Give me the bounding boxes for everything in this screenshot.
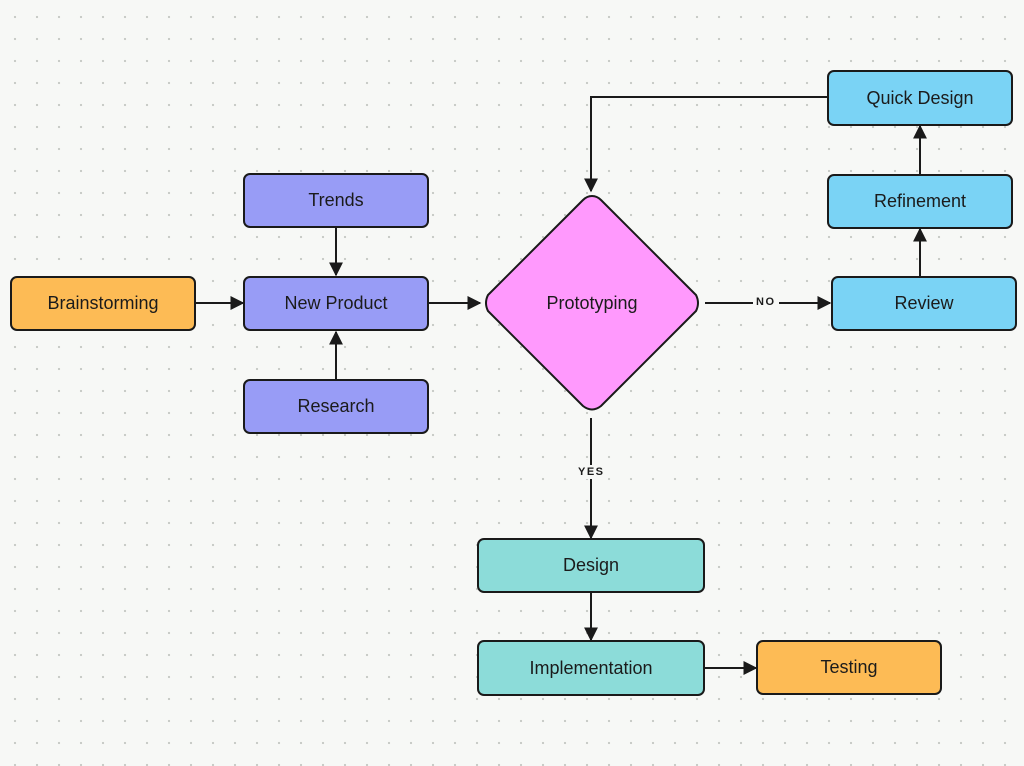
node-trends-label: Trends: [308, 190, 364, 210]
node-brainstorming-label: Brainstorming: [47, 293, 159, 313]
node-trends[interactable]: Trends: [243, 173, 429, 228]
node-brainstorming[interactable]: Brainstorming: [10, 276, 196, 331]
node-quick-design[interactable]: Quick Design: [827, 70, 1013, 126]
node-new-product-label: New Product: [284, 293, 388, 313]
node-implementation-label: Implementation: [529, 657, 653, 678]
node-implementation[interactable]: Implementation: [477, 640, 705, 696]
edge-label-no: NO: [753, 295, 779, 309]
node-quick-design-label: Quick Design: [866, 87, 974, 108]
node-testing-label: Testing: [820, 657, 878, 677]
node-new-product[interactable]: New Product: [243, 276, 429, 331]
node-refinement[interactable]: Refinement: [827, 174, 1013, 229]
node-research-label: Research: [297, 396, 375, 416]
node-prototyping-decision[interactable]: Prototyping: [481, 193, 703, 413]
node-testing[interactable]: Testing: [756, 640, 942, 695]
node-refinement-label: Refinement: [873, 191, 967, 211]
edge-quick-design-to-prototyping: [584, 96, 828, 193]
node-review-label: Review: [894, 293, 954, 313]
decision-diamond-shape: [485, 194, 699, 411]
edge-label-yes: YES: [575, 465, 608, 479]
node-review[interactable]: Review: [831, 276, 1017, 331]
node-design[interactable]: Design: [477, 538, 705, 593]
node-research[interactable]: Research: [243, 379, 429, 434]
node-design-label: Design: [562, 555, 620, 575]
